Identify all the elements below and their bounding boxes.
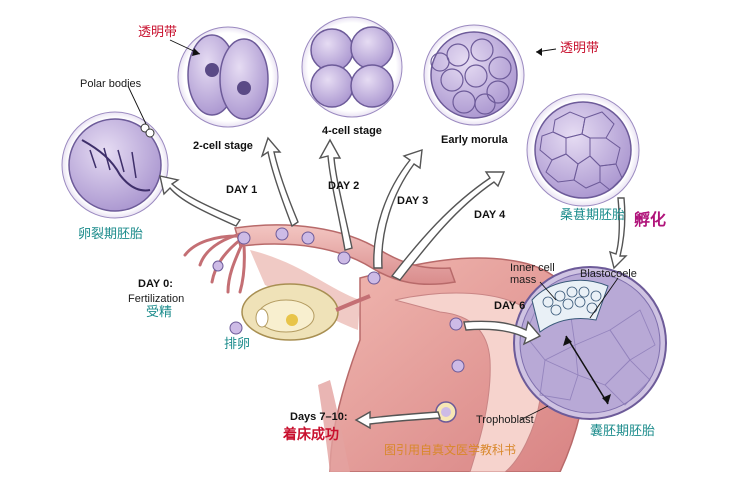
- fertilization-label: Fertilization: [128, 293, 185, 305]
- early-morula-embryo: [423, 24, 525, 126]
- zygote-embryo: [61, 111, 169, 219]
- implantation-label: 着床成功: [283, 427, 339, 443]
- day2-label: DAY 2: [328, 180, 360, 192]
- hatching-label: 孵化: [634, 210, 667, 229]
- zona-pellucida-label-right: 透明带: [560, 41, 600, 56]
- day4-label: DAY 4: [474, 209, 506, 221]
- day6-label: DAY 6: [494, 300, 526, 312]
- two-cell-embryo: [177, 26, 279, 128]
- early-morula-label: Early morula: [441, 134, 508, 146]
- day0-label: DAY 0:: [138, 278, 173, 290]
- two-cell-stage-label: 2-cell stage: [193, 140, 253, 152]
- days7-10-label: Days 7–10:: [290, 411, 348, 423]
- stage-arrows: [159, 136, 628, 430]
- inner-cell-mass-label: Inner cell mass: [510, 262, 555, 287]
- zona-pellucida-label-left: 透明带: [138, 25, 178, 40]
- fertilization-zh-label: 受精: [146, 305, 173, 320]
- four-cell-stage-label: 4-cell stage: [322, 125, 382, 137]
- ovulation-label: 排卵: [224, 337, 251, 352]
- day3-label: DAY 3: [397, 195, 429, 207]
- morula-embryo-label: 桑葚期胚胎: [560, 208, 626, 223]
- blastocyst-embryo-label: 囊胚期胚胎: [590, 424, 656, 439]
- morula-embryo: [526, 93, 640, 207]
- cleavage-embryo-label: 卵裂期胚胎: [78, 227, 144, 242]
- image-credit: 图引用自真文医学教科书: [384, 443, 517, 457]
- blastocoele-label: Blastocoele: [580, 268, 637, 280]
- polar-bodies-label: Polar bodies: [80, 78, 142, 90]
- four-cell-embryo: [301, 16, 403, 118]
- blastocyst-embryo: [513, 266, 667, 420]
- day1-label: DAY 1: [226, 184, 258, 196]
- trophoblast-label: Trophoblast: [476, 414, 534, 426]
